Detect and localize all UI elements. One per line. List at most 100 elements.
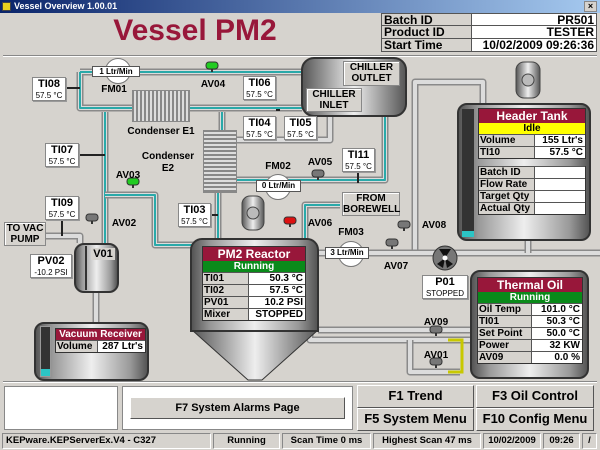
value: PR501 — [472, 14, 596, 25]
av08-valve-icon[interactable] — [397, 220, 411, 231]
av01-label: AV01 — [423, 350, 449, 361]
av09-valve-icon[interactable] — [429, 325, 443, 336]
fm01-label: FM01 — [101, 84, 127, 95]
pipe-flow — [304, 204, 340, 240]
pipe — [236, 112, 332, 142]
condenser-e1-label: Condenser E1 — [127, 126, 195, 137]
header-tank-status: Idle — [479, 123, 585, 134]
label: Mixer — [203, 309, 249, 320]
av04-label: AV04 — [200, 79, 226, 90]
av03-valve-icon[interactable] — [126, 177, 140, 188]
header-tank-batch-panel: Batch ID Flow Rate Target Qty Actual Qty — [478, 166, 586, 215]
label: Start Time — [382, 39, 472, 51]
label: Volume — [479, 135, 535, 146]
label: Batch ID — [382, 14, 472, 25]
header-tank-level-bar — [462, 109, 474, 237]
label: PV01 — [203, 297, 249, 308]
to-vac-pump-label: TO VAC PUMP — [4, 222, 46, 246]
label: TI10 — [479, 147, 535, 158]
label: Batch ID — [479, 167, 535, 178]
f1-trend-button[interactable]: F1 Trend — [357, 385, 474, 408]
av07-label: AV07 — [383, 261, 409, 272]
label: Set Point — [478, 328, 532, 339]
label: AV09 — [478, 352, 532, 363]
status-server: KEPware.KEPServerEx.V4 - C327 — [2, 433, 211, 449]
header-tank-title: Header Tank — [479, 109, 585, 123]
window-title: Vessel Overview 1.00.01 — [14, 1, 118, 11]
value: 10/02/2009 09:26:36 — [472, 39, 596, 51]
value: 57.5 °C — [535, 147, 585, 158]
vacuum-receiver-level-bar — [40, 326, 51, 377]
f5-system-menu-button[interactable]: F5 System Menu — [357, 408, 474, 431]
av09-label: AV09 — [423, 317, 449, 328]
thermal-oil-title: Thermal Oil — [478, 278, 582, 292]
status-date: 10/02/2009 — [483, 433, 541, 449]
status-extra: / — [582, 433, 597, 449]
value: 50.0 °C — [532, 328, 582, 339]
value — [535, 191, 585, 202]
condenser-e2-line1: Condenser — [141, 151, 195, 162]
from-borewell-text: FROM BOREWELL — [343, 193, 401, 215]
value: 155 Ltr's — [535, 135, 585, 146]
label: TI01 — [203, 273, 249, 284]
reactor-title: PM2 Reactor — [203, 247, 305, 261]
av02-valve-icon[interactable] — [85, 213, 99, 224]
av04-valve-icon[interactable] — [205, 61, 219, 72]
value: 0.0 % — [532, 352, 582, 363]
fm01-flow: 1 Ltr/Min — [92, 66, 140, 77]
av05-label: AV05 — [307, 157, 333, 168]
f10-config-menu-button[interactable]: F10 Config Menu — [476, 408, 594, 431]
chiller-inlet-label: CHILLER INLET — [306, 88, 362, 112]
header-tank-level-fill — [462, 230, 474, 237]
condenser-e2-line2: E2 — [161, 163, 175, 174]
reactor-cone — [190, 329, 320, 381]
fm02-flow: 0 Ltr/Min — [256, 180, 301, 192]
av01-valve-icon[interactable] — [429, 357, 443, 368]
pipe — [308, 328, 470, 342]
av02-label: AV02 — [111, 218, 137, 229]
close-button[interactable]: × — [584, 1, 597, 12]
condenser-e2 — [203, 130, 237, 193]
label: TI02 — [203, 285, 249, 296]
value — [535, 203, 585, 214]
value: 287 Ltr's — [98, 341, 145, 352]
v01-sight-glass — [85, 246, 87, 290]
label: Product ID — [382, 26, 472, 38]
f7-system-alarms-button[interactable]: F7 System Alarms Page — [130, 397, 345, 419]
value — [535, 179, 585, 190]
status-highest-scan: Highest Scan 47 ms — [373, 433, 481, 449]
value: 50.3 °C — [249, 273, 305, 284]
from-borewell-label: FROM BOREWELL — [342, 192, 400, 216]
pv02-indicator: PV02-10.2 PSI — [30, 254, 72, 278]
value: TESTER — [472, 26, 596, 38]
av06-valve-icon[interactable] — [283, 216, 297, 227]
to-vac-pump-text: TO VAC PUMP — [6, 223, 44, 245]
label: Target Qty — [479, 191, 535, 202]
divider — [3, 381, 597, 383]
av05-valve-icon[interactable] — [311, 169, 325, 180]
fm02-label: FM02 — [265, 161, 291, 172]
f3-oil-control-button[interactable]: F3 Oil Control — [476, 385, 594, 408]
value: 32 KW — [532, 340, 582, 351]
v01-label: V01 — [91, 248, 115, 260]
status-state: Running — [213, 433, 280, 449]
reactor-status: Running — [203, 261, 305, 272]
av06-label: AV06 — [307, 218, 333, 229]
pump-p01-icon[interactable] — [432, 245, 458, 271]
label: Oil Temp — [478, 304, 532, 315]
divider — [3, 55, 597, 57]
app-icon — [2, 2, 11, 11]
label: Volume — [56, 341, 98, 352]
av07-valve-icon[interactable] — [385, 238, 399, 249]
